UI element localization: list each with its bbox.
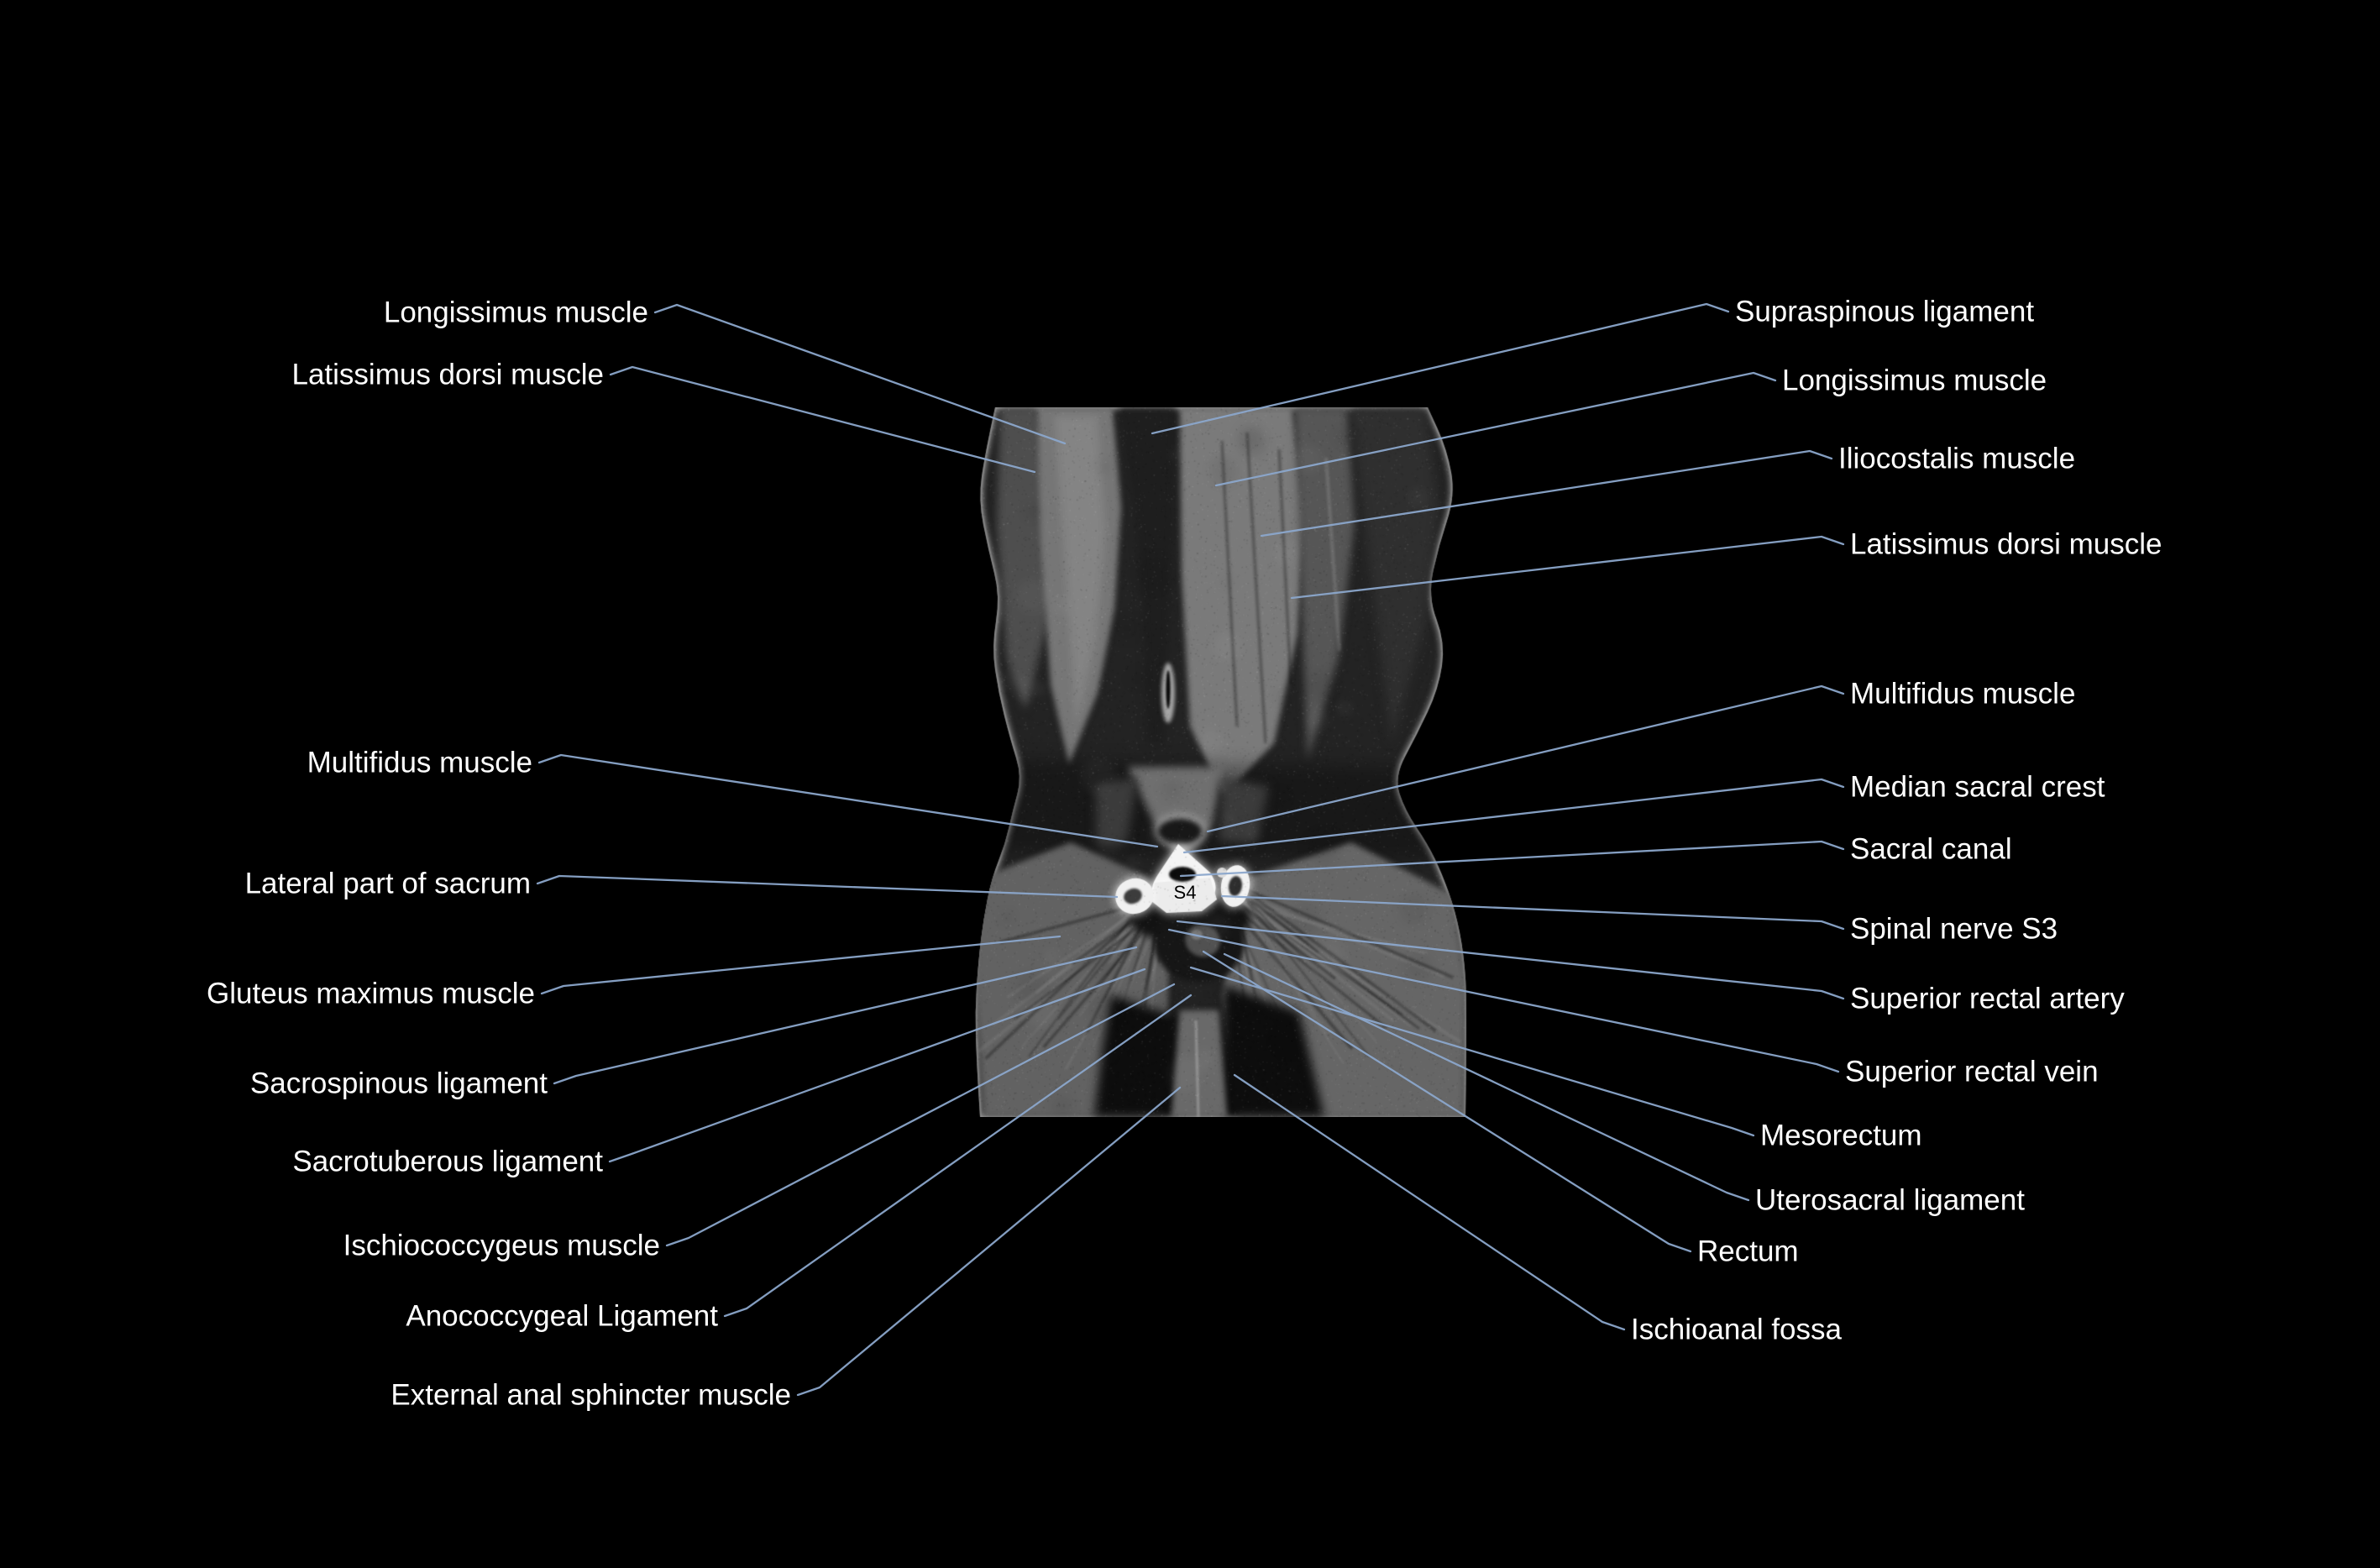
anatomy-label: Iliocostalis muscle: [1838, 444, 2075, 474]
anatomy-label: Ischioanal fossa: [1631, 1315, 1842, 1345]
anatomy-label: Uterosacral ligament: [1755, 1186, 2025, 1215]
anatomy-label: Spinal nerve S3: [1850, 915, 2058, 944]
anatomy-label-text: Multifidus muscle: [307, 746, 532, 779]
anatomy-label-text: Sacrospinous ligament: [249, 1067, 548, 1100]
anatomy-label: Latissimus dorsi muscle: [292, 360, 605, 390]
anatomy-label-text: Sacral canal: [1850, 832, 2012, 866]
anatomy-label-text: Rectum: [1697, 1235, 1799, 1268]
anatomy-label: Longissimus muscle: [384, 298, 648, 328]
anatomy-label-text: Sacrotuberous ligament: [292, 1145, 603, 1178]
anatomy-label: Superior rectal vein: [1845, 1057, 2099, 1087]
anatomy-label-text: Spinal nerve S3: [1850, 912, 2058, 946]
anatomy-label-text: Longissimus muscle: [383, 296, 648, 329]
anatomy-label-text: Longissimus muscle: [1782, 364, 2047, 397]
anatomy-label: Sacrotuberous ligament: [292, 1147, 603, 1177]
anatomy-label-text: External anal sphincter muscle: [391, 1378, 791, 1412]
anatomy-label: Sacral canal: [1850, 835, 2012, 864]
anatomy-label: External anal sphincter muscle: [391, 1381, 791, 1410]
ct-image: [970, 407, 1470, 1117]
anatomy-label-text: Superior rectal vein: [1845, 1055, 2099, 1088]
anatomy-label: Latissimus dorsi muscle: [1850, 530, 2162, 559]
anatomy-label: Mesorectum: [1760, 1121, 1922, 1151]
anatomy-label-text: Latissimus dorsi muscle: [1850, 527, 2162, 561]
anatomy-label-text: Ischioanal fossa: [1631, 1313, 1842, 1346]
anatomy-label: Longissimus muscle: [1782, 366, 2047, 396]
anatomy-label: Supraspinous ligament: [1735, 297, 2034, 327]
anatomy-label: Anococcygeal Ligament: [406, 1302, 718, 1331]
anatomy-label: Superior rectal artery: [1850, 984, 2125, 1014]
anatomy-label: Gluteus maximus muscle: [207, 979, 535, 1009]
anatomy-label: Rectum: [1697, 1237, 1799, 1266]
anatomy-label-text: Multifidus muscle: [1850, 677, 2076, 711]
anatomy-label-text: Iliocostalis muscle: [1838, 442, 2076, 475]
anatomy-label-text: Anococcygeal Ligament: [406, 1299, 718, 1333]
anatomy-label-text: Supraspinous ligament: [1735, 295, 2035, 328]
anatomy-label-text: Mesorectum: [1760, 1119, 1922, 1152]
anatomy-label: Lateral part of sacrum: [245, 869, 531, 899]
anatomy-label-text: Latissimus dorsi muscle: [291, 358, 605, 391]
anatomy-label: Median sacral crest: [1850, 773, 2105, 802]
anatomy-label: Ischiococcygeus muscle: [343, 1231, 660, 1261]
anatomy-label-text: Superior rectal artery: [1850, 982, 2125, 1015]
anatomy-label-text: Ischiococcygeus muscle: [343, 1229, 660, 1262]
vertebra-label-s4: S4: [1173, 882, 1197, 903]
anatomy-label-text: Uterosacral ligament: [1755, 1183, 2025, 1217]
anatomy-label-text: Median sacral crest: [1850, 770, 2105, 804]
anatomy-label: Sacrospinous ligament: [250, 1069, 548, 1099]
anatomy-label-text: Gluteus maximus muscle: [207, 977, 535, 1010]
anatomy-label-text: Lateral part of sacrum: [244, 867, 531, 900]
anatomy-label: Multifidus muscle: [1850, 679, 2075, 709]
leader-line: [796, 1086, 1182, 1397]
anatomy-label: Multifidus muscle: [307, 748, 532, 778]
